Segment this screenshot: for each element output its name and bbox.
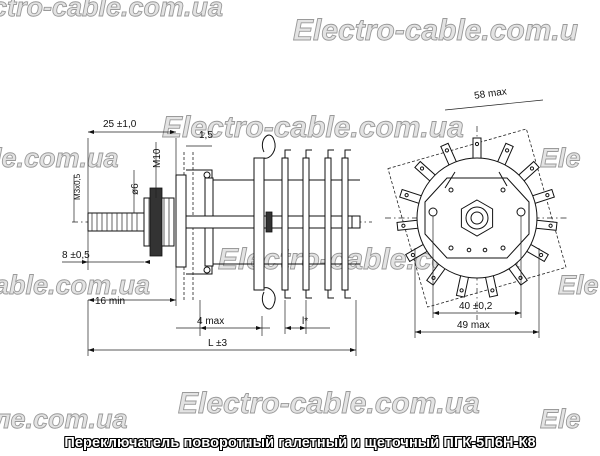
dim-49: 49 max [457,320,490,331]
shaft-tail [351,215,361,229]
front-bracket [175,174,187,268]
dim-58: 58 max [474,86,508,101]
hex-nut [149,187,163,257]
watermark-lower-left: able.com.ua [0,270,150,300]
dim-phi6: ø6 [130,183,141,195]
watermark-bottom-right: Ele [540,404,581,434]
watermark-top-left: ctro-cable.com.ua [0,0,223,22]
dim-1-5: 1,5 [199,130,213,141]
wafer-4 [324,157,332,291]
dim-L: L ±3 [208,338,227,349]
dim-m10: M10 [152,148,163,168]
watermark-bottom-left: ле.com.ua [0,404,127,434]
dim-8: 8 ±0,5 [62,250,90,261]
shaft-knurl [91,213,138,231]
watermark-mid-right: Ele [540,143,581,173]
dim-l-star: l* [302,316,308,327]
watermarks: ctro-cable.com.ua Electro-cable.com.u El… [0,0,599,434]
dim-25: 25 ±1,0 [103,119,137,130]
side-view: 25 ±1,0 1,5 M10 ø6 M3x0,5 8 ±0,5 16 min … [62,119,372,356]
watermark-mid-left: le.com.ua [0,143,119,173]
wafer-2 [281,157,289,291]
front-view: 58 max 40 ±0,2 49 max [385,86,569,338]
watermark-top-right: Electro-cable.com.u [293,14,578,47]
dim-4: 4 max [197,316,224,327]
wafer-5 [341,157,349,291]
wafer-terminals [284,149,351,299]
caption: Переключатель поворотный галетный и щето… [64,435,536,451]
watermark-bottom: Electro-cable.com.ua [178,387,480,420]
dim-16: 16 min [95,296,125,307]
watermark-lower-right: Ele [558,270,599,300]
wafer-1 [253,157,265,291]
watermark-mid: Electro-cable.com.ua [162,111,464,144]
contact-tabs [396,137,558,298]
dim-40: 40 ±0,2 [459,301,493,312]
wafer-3 [302,157,310,291]
dim-m3x0-5: M3x0,5 [73,173,82,200]
shaft-end [87,212,145,232]
shaft-front [470,211,484,225]
